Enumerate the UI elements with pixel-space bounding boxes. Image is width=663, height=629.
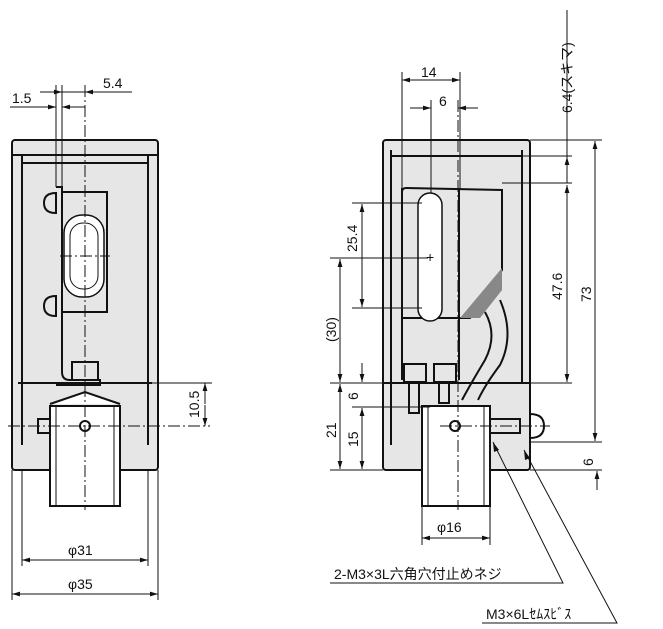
dim-21: 21 xyxy=(323,422,339,438)
dim-73: 73 xyxy=(578,286,594,302)
callout-set-screw: 2-M3×3L六角穴付止めネジ xyxy=(334,566,502,582)
dim-15: 15 xyxy=(345,431,361,447)
dim-5-4: 5.4 xyxy=(103,75,123,91)
dim-1-5: 1.5 xyxy=(12,90,32,106)
dim-10-5: 10.5 xyxy=(186,391,202,418)
dim-phi31: φ31 xyxy=(68,542,93,558)
dim-25-4: 25.4 xyxy=(344,225,360,252)
center-mark: + xyxy=(426,249,434,265)
dim-6-4-gap: 6.4(スキマ) xyxy=(559,42,575,113)
screw-head-icon xyxy=(42,294,57,318)
cable xyxy=(461,299,509,401)
dim-6-bottom: 6 xyxy=(580,458,596,466)
left-view: 5.4 1.5 10.5 φ31 φ35 xyxy=(8,75,212,600)
dim-47-6: 47.6 xyxy=(549,273,565,300)
set-screw xyxy=(438,382,450,404)
cable-gland xyxy=(460,268,502,318)
right-view: + 14 6 6.4(スキマ) 47.6 73 xyxy=(323,10,618,624)
sensor-slot xyxy=(417,192,443,322)
dim-14: 14 xyxy=(421,64,437,80)
dim-6-step: 6 xyxy=(345,392,361,400)
screw-head-icon xyxy=(42,191,57,215)
set-screw xyxy=(408,382,420,414)
dim-phi16: φ16 xyxy=(437,519,462,535)
callout-sems-screw: M3×6Lｾﾑｽﾋﾞｽ xyxy=(486,606,571,622)
dim-phi35: φ35 xyxy=(68,576,93,592)
dim-30-ref: (30) xyxy=(323,317,339,342)
dim-6-top: 6 xyxy=(439,93,447,109)
